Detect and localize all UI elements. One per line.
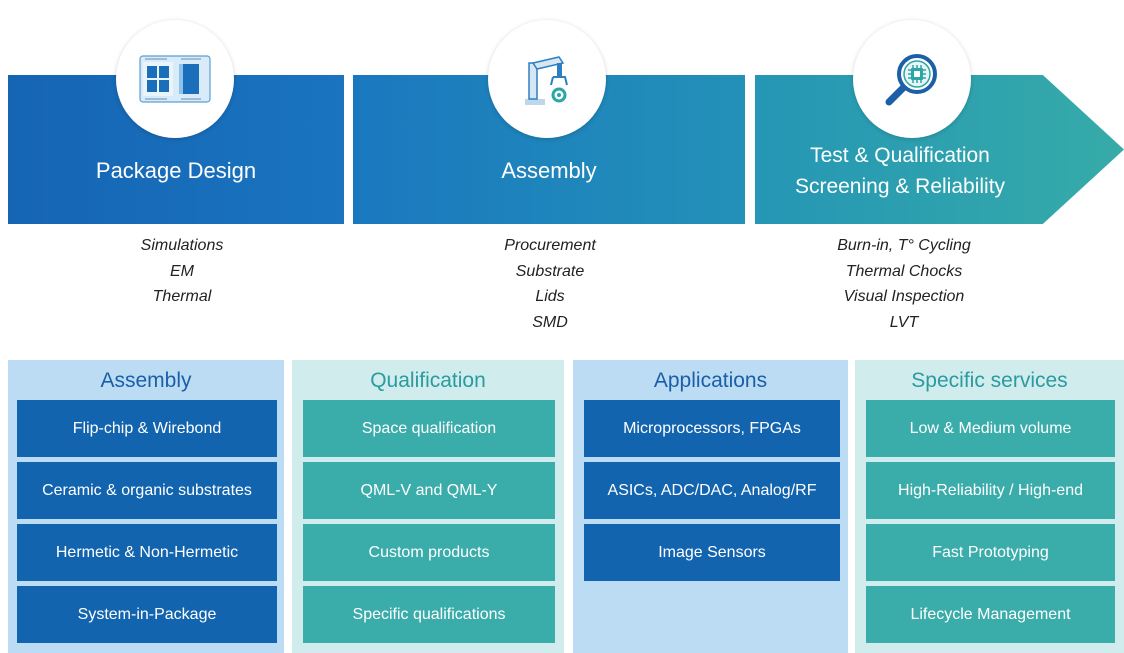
detail-item: Procurement xyxy=(504,237,596,254)
magnifier-chip-icon xyxy=(885,54,937,106)
test-qualification-details: Burn-in, T° Cycling Thermal Chocks Visua… xyxy=(784,233,1024,335)
panel-item: ASICs, ADC/DAC, Analog/RF xyxy=(584,462,840,519)
panel-item: Lifecycle Management xyxy=(866,586,1115,643)
process-step-label-line: Test & Qualification xyxy=(810,143,990,167)
package-design-icon-circle xyxy=(116,20,234,138)
detail-item: Burn-in, T° Cycling xyxy=(837,237,971,254)
panel-title: Assembly xyxy=(100,369,192,392)
process-step-label-line: Screening & Reliability xyxy=(794,174,1006,198)
panel-item: Microprocessors, FPGAs xyxy=(584,400,840,457)
panel-item: Low & Medium volume xyxy=(866,400,1115,457)
assembly-panel: Assembly Flip-chip & Wirebond Ceramic & … xyxy=(8,360,284,653)
assembly-details: Procurement Substrate Lids SMD xyxy=(430,233,670,335)
panel-item: QML-V and QML-Y xyxy=(303,462,555,519)
panel-title: Specific services xyxy=(911,369,1068,392)
panel-item: Custom products xyxy=(303,524,555,581)
process-step-assembly: Assembly xyxy=(353,75,745,224)
detail-item: Thermal xyxy=(152,288,212,305)
applications-panel: Applications Microprocessors, FPGAs ASIC… xyxy=(573,360,848,653)
panel-title: Applications xyxy=(653,369,768,392)
panel-item: System-in-Package xyxy=(17,586,277,643)
panel-item: Specific qualifications xyxy=(303,586,555,643)
panel-title: Qualification xyxy=(370,369,486,392)
process-step-label: Assembly xyxy=(501,157,597,183)
test-qualification-icon-circle xyxy=(853,20,971,138)
panel-item: Hermetic & Non-Hermetic xyxy=(17,524,277,581)
detail-item: Visual Inspection xyxy=(843,288,965,305)
panel-item: Fast Prototyping xyxy=(866,524,1115,581)
panel-item: Space qualification xyxy=(303,400,555,457)
detail-item: LVT xyxy=(889,313,919,331)
process-step-label: Test & Qualification Screening & Reliabi… xyxy=(755,75,1045,224)
assembly-icon-circle xyxy=(488,20,606,138)
detail-item: Substrate xyxy=(515,262,585,280)
robot-arm-icon xyxy=(525,56,568,105)
detail-item: SMD xyxy=(532,313,568,331)
detail-item: Lids xyxy=(535,288,565,305)
specific-services-panel: Specific services Low & Medium volume Hi… xyxy=(855,360,1124,653)
detail-item: Thermal Chocks xyxy=(845,262,963,280)
panel-item: Ceramic & organic substrates xyxy=(17,462,277,519)
panel-item: Flip-chip & Wirebond xyxy=(17,400,277,457)
detail-item: EM xyxy=(170,262,194,280)
panel-item: Image Sensors xyxy=(584,524,840,581)
detail-item: Simulations xyxy=(140,237,224,254)
qualification-panel: Qualification Space qualification QML-V … xyxy=(292,360,564,653)
package-design-details: Simulations EM Thermal xyxy=(62,233,302,310)
chip-layout-icon xyxy=(139,55,211,103)
process-step-label: Package Design xyxy=(95,157,257,183)
panel-item: High-Reliability / High-end xyxy=(866,462,1115,519)
